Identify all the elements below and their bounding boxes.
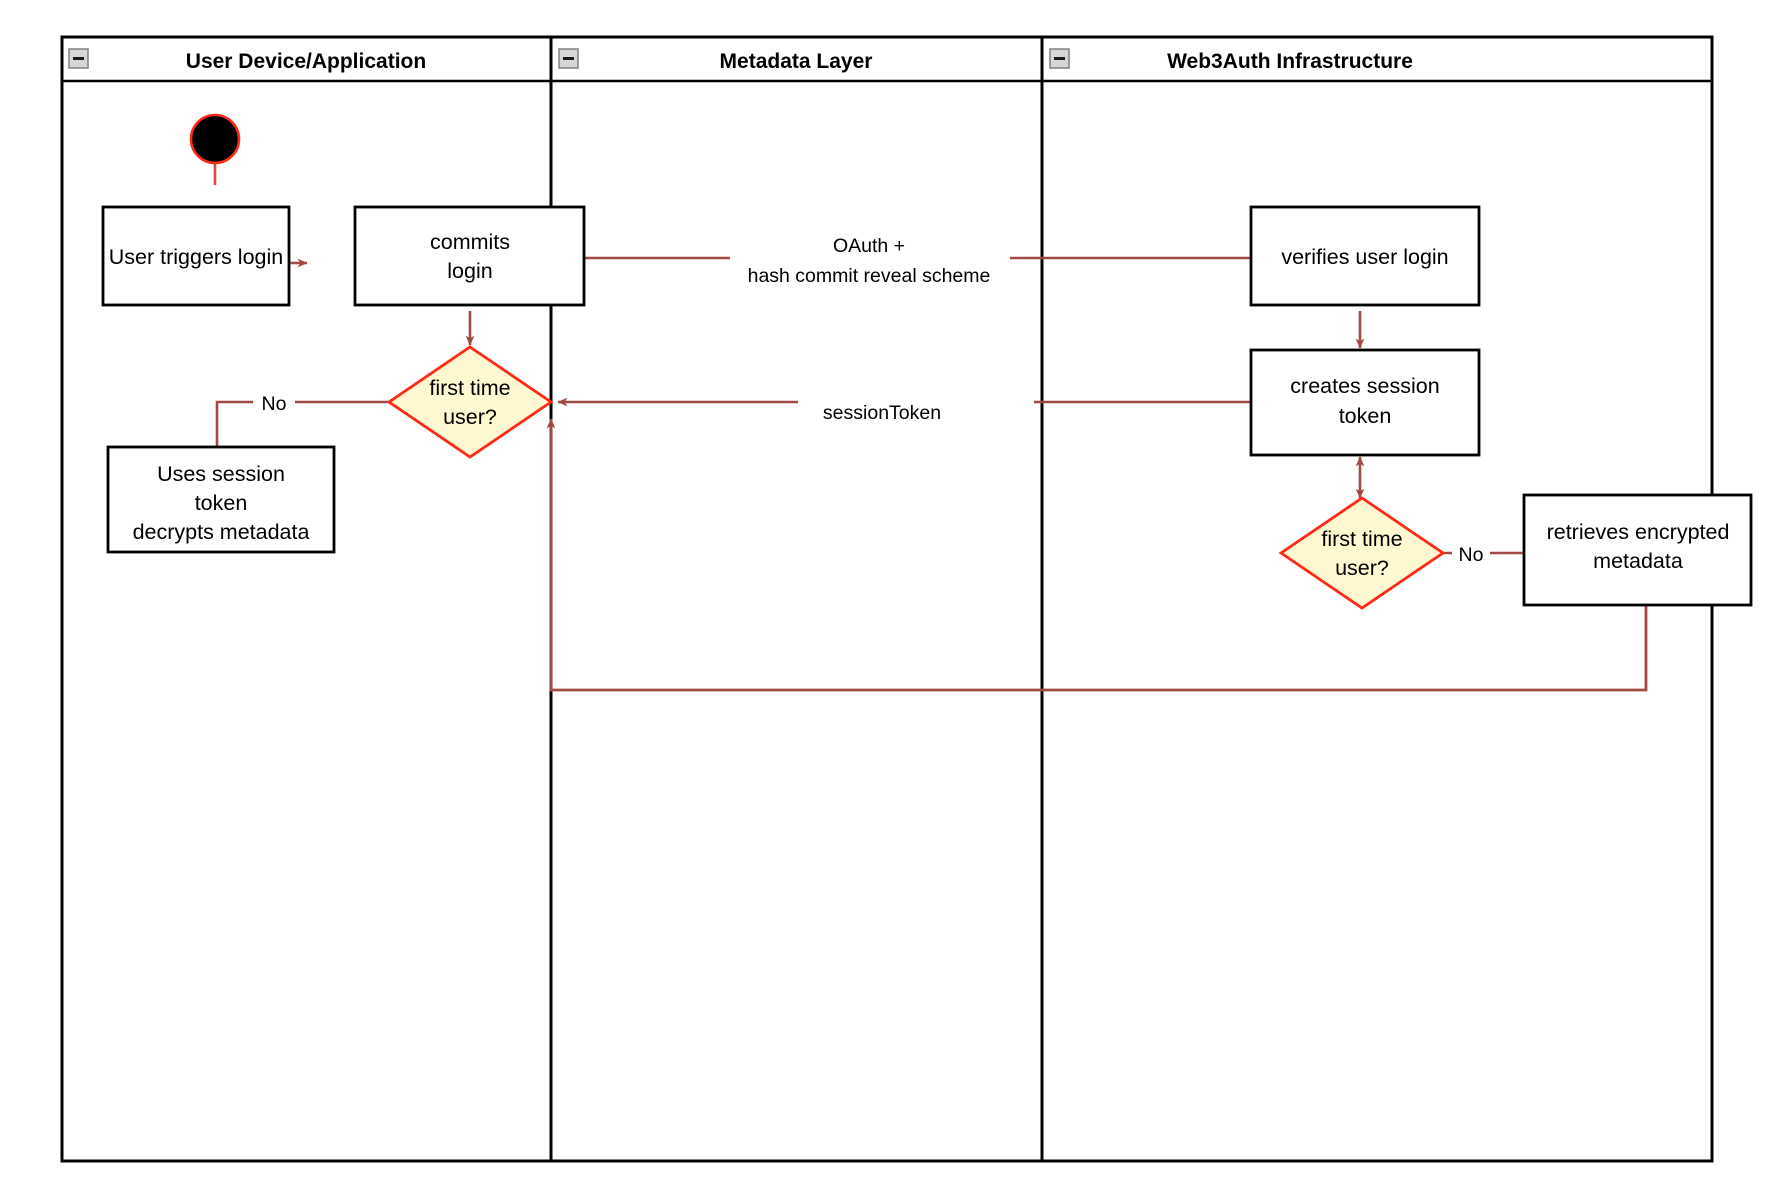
action-node-creates-session-token-label-line2: token	[1339, 404, 1392, 428]
action-node-commits-login-label-line1: commits	[430, 230, 510, 254]
action-node-commits-login[interactable]: commits login	[353, 205, 586, 307]
action-node-user-triggers-login-label: User triggers login	[109, 245, 283, 269]
action-node-uses-session-token-label-line3: decrypts metadata	[133, 520, 310, 544]
action-node-creates-session-token[interactable]: creates session token	[1249, 348, 1481, 457]
lane-header-web3auth[interactable]: Web3Auth Infrastructure	[1049, 48, 1413, 73]
initial-node-start	[189, 113, 241, 165]
decision-node-first-time-user-left-label-line2: user?	[443, 405, 497, 429]
collapse-minus-icon-glyph	[1054, 57, 1065, 60]
decision-node-first-time-user-right-label-line1: first time	[1321, 527, 1402, 551]
action-node-retrieves-encrypted-metadata[interactable]: retrieves encrypted metadata	[1522, 493, 1753, 607]
action-node-user-triggers-login[interactable]: User triggers login	[101, 205, 291, 307]
edge-label-no-right: No	[1459, 544, 1484, 566]
decision-node-first-time-user-left-shape	[386, 345, 554, 459]
lane-title-metadata-layer: Metadata Layer	[720, 50, 873, 73]
action-node-verifies-user-login-box	[1249, 205, 1481, 307]
action-node-creates-session-token-box	[1249, 348, 1481, 457]
action-node-creates-session-token-label-line1: creates session	[1290, 374, 1439, 398]
collapse-minus-icon-glyph	[563, 57, 574, 60]
edge-label-oauth-line1: OAuth +	[833, 235, 905, 257]
action-node-retrieves-encrypted-metadata-box	[1522, 493, 1753, 607]
decision-node-first-time-user-right-shape	[1278, 496, 1446, 610]
edge-label-session-token: sessionToken	[823, 402, 941, 424]
lane-header-metadata-layer[interactable]: Metadata Layer	[558, 48, 873, 73]
decision-node-first-time-user-right[interactable]: first time user?	[1278, 496, 1446, 610]
decision-node-first-time-user-right-label-line2: user?	[1335, 556, 1389, 580]
decision-node-first-time-user-left-label-line1: first time	[429, 376, 510, 400]
edge-label-oauth-line2: hash commit reveal scheme	[748, 265, 991, 287]
edge-metadata-return	[546, 418, 1648, 692]
action-node-retrieves-encrypted-metadata-label-line2: metadata	[1593, 549, 1683, 573]
collapse-minus-icon-glyph	[73, 57, 84, 60]
action-node-uses-session-token[interactable]: Uses session token decrypts metadata	[106, 445, 336, 554]
action-node-uses-session-token-box	[106, 445, 336, 554]
action-node-commits-login-label-line2: login	[447, 259, 492, 283]
action-node-uses-session-token-label-line1: Uses session	[157, 462, 285, 486]
action-node-verifies-user-login-label: verifies user login	[1281, 245, 1448, 269]
action-node-verifies-user-login[interactable]: verifies user login	[1249, 205, 1481, 307]
edge-label-no-left: No	[262, 393, 287, 415]
action-node-user-triggers-login-box	[101, 205, 291, 307]
decision-node-first-time-user-left[interactable]: first time user?	[386, 345, 554, 459]
lane-title-user-device: User Device/Application	[186, 50, 426, 73]
lane-header-user-device[interactable]: User Device/Application	[68, 48, 426, 73]
lane-title-web3auth: Web3Auth Infrastructure	[1167, 50, 1413, 73]
action-node-commits-login-box	[353, 205, 586, 307]
action-node-retrieves-encrypted-metadata-label-line1: retrieves encrypted	[1547, 520, 1730, 544]
action-node-uses-session-token-label-line2: token	[195, 491, 248, 515]
edge-decision-no-left-seg-b	[215, 400, 253, 447]
